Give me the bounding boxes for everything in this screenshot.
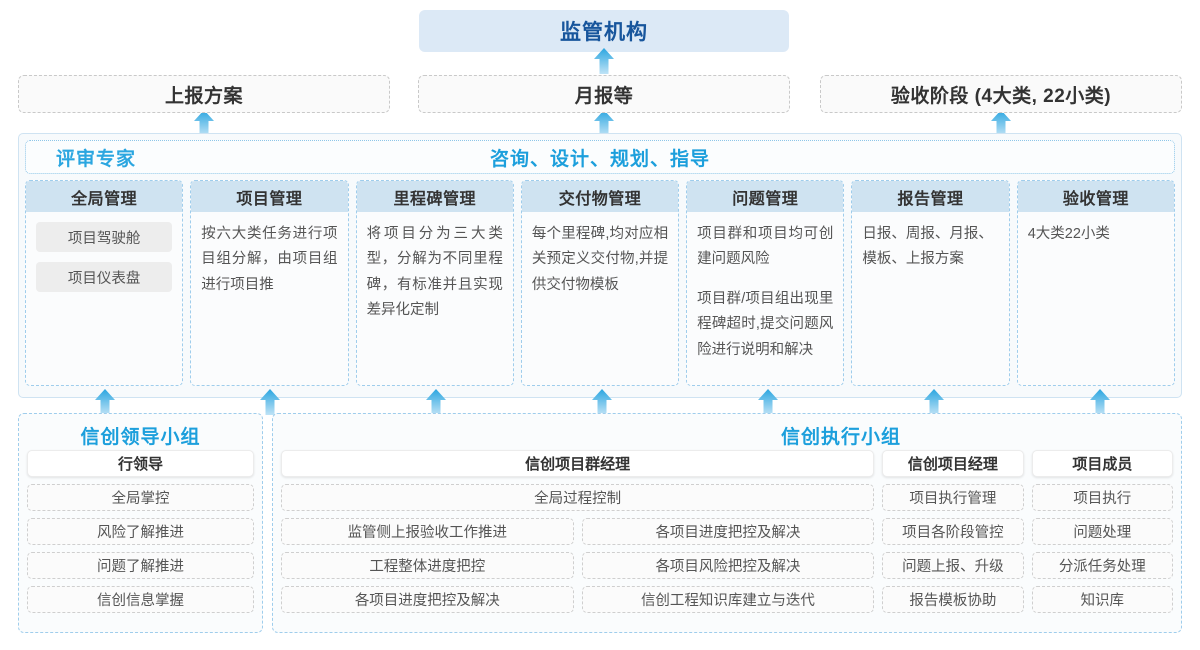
report-box-acceptance[interactable]: 验收阶段 (4大类, 22小类)	[820, 75, 1182, 113]
column-body: 项目驾驶舱 项目仪表盘	[26, 212, 182, 385]
execution-group-panel: 信创执行小组 信创项目群经理 全局过程控制 监管侧上报验收工作推进 工程整体进度…	[272, 413, 1182, 633]
column-title: 交付物管理	[521, 181, 679, 212]
task-item[interactable]: 报告模板协助	[882, 586, 1024, 613]
arrow-up-to-column-6	[1089, 389, 1111, 415]
column-body: 4大类22小类	[1018, 212, 1174, 385]
task-item[interactable]: 项目执行	[1031, 484, 1174, 511]
task-item[interactable]: 风险了解推进	[27, 518, 254, 545]
management-columns: 全局管理 项目驾驶舱 项目仪表盘 项目管理 按六大类任务进行项目组分解，由项目组…	[25, 180, 1175, 386]
column-acceptance-management[interactable]: 验收管理 4大类22小类	[1016, 180, 1175, 386]
arrow-up-report-1-to-consulting	[593, 110, 615, 136]
column-title: 项目管理	[191, 181, 348, 212]
task-item[interactable]: 问题上报、升级	[882, 552, 1024, 579]
column-paragraph: 项目群/项目组出现里程碑超时,提交问题风险进行说明和解决	[697, 290, 834, 358]
column-body: 将项目分为三大类型，分解为不同里程碑，有标准并且实现差异化定制	[357, 212, 513, 385]
column-paragraph: 按六大类任务进行项目组分解，由项目组进行项目推	[201, 226, 338, 293]
regulator-label: 监管机构	[560, 21, 648, 44]
task-item[interactable]: 监管侧上报验收工作推进	[281, 518, 574, 545]
column-body: 每个里程碑,均对应相关预定义交付物,并提供交付物模板	[522, 212, 678, 385]
task-global-process-control[interactable]: 全局过程控制	[281, 484, 875, 511]
column-paragraph: 每个里程碑,均对应相关预定义交付物,并提供交付物模板	[531, 226, 669, 293]
role-project-member[interactable]: 项目成员	[1031, 450, 1174, 477]
column-title: 验收管理	[1017, 181, 1174, 212]
task-item[interactable]: 各项目进度把控及解决	[281, 586, 574, 613]
column-global-management[interactable]: 全局管理 项目驾驶舱 项目仪表盘	[25, 180, 184, 386]
review-experts-label: 评审专家	[56, 148, 137, 170]
column-title: 里程碑管理	[356, 181, 513, 212]
task-item[interactable]: 知识库	[1031, 586, 1174, 613]
task-item[interactable]: 信创信息掌握	[27, 586, 254, 613]
project-manager-block: 信创项目经理 项目执行管理 项目各阶段管控 问题上报、升级 报告模板协助	[882, 450, 1024, 613]
report-box-plan[interactable]: 上报方案	[18, 75, 390, 113]
arrow-up-to-column-0	[94, 389, 116, 415]
column-body: 日报、周报、月报、模板、上报方案	[852, 212, 1008, 385]
column-paragraph: 将项目分为三大类型，分解为不同里程碑，有标准并且实现差异化定制	[366, 226, 503, 319]
task-item[interactable]: 全局掌控	[27, 484, 254, 511]
execution-columns: 信创项目群经理 全局过程控制 监管侧上报验收工作推进 工程整体进度把控 各项目进…	[281, 450, 1174, 613]
leading-group-stack: 行领导 全局掌控 风险了解推进 问题了解推进 信创信息掌握	[27, 450, 254, 613]
project-member-block: 项目成员 项目执行 问题处理 分派任务处理 知识库	[1031, 450, 1174, 613]
role-bank-leader[interactable]: 行领导	[27, 450, 254, 477]
role-project-manager[interactable]: 信创项目经理	[882, 450, 1024, 477]
task-item[interactable]: 问题处理	[1031, 518, 1174, 545]
column-body: 按六大类任务进行项目组分解，由项目组进行项目推	[191, 212, 347, 385]
leading-group-title: 信创领导小组	[80, 426, 201, 448]
arrow-up-to-column-2	[425, 389, 447, 415]
column-deliverable-management[interactable]: 交付物管理 每个里程碑,均对应相关预定义交付物,并提供交付物模板	[520, 180, 680, 386]
arrow-up-report-0-to-consulting	[193, 110, 215, 136]
role-program-manager[interactable]: 信创项目群经理	[281, 450, 875, 477]
execution-group-title-wrap: 信创执行小组	[281, 420, 1173, 450]
program-manager-block: 信创项目群经理 全局过程控制 监管侧上报验收工作推进 工程整体进度把控 各项目进…	[281, 450, 875, 613]
column-project-management[interactable]: 项目管理 按六大类任务进行项目组分解，由项目组进行项目推	[190, 180, 349, 386]
regulator-box: 监管机构	[419, 10, 789, 52]
column-issue-management[interactable]: 问题管理 项目群和项目均可创建问题风险 项目群/项目组出现里程碑超时,提交问题风…	[686, 180, 845, 386]
report-label-plan: 上报方案	[164, 85, 243, 107]
arrow-up-to-column-5	[923, 389, 945, 415]
task-item[interactable]: 项目各阶段管控	[882, 518, 1024, 545]
task-item[interactable]: 问题了解推进	[27, 552, 254, 579]
program-manager-right-tasks: 各项目进度把控及解决 各项目风险把控及解决 信创工程知识库建立与迭代	[581, 518, 875, 613]
arrow-up-report-2-to-consulting	[990, 110, 1012, 136]
column-paragraph: 4大类22小类	[1027, 226, 1110, 242]
program-manager-left-tasks: 监管侧上报验收工作推进 工程整体进度把控 各项目进度把控及解决	[281, 518, 574, 613]
column-title: 全局管理	[26, 181, 183, 212]
consulting-scope-label: 咨询、设计、规划、指导	[489, 148, 710, 170]
column-paragraph: 日报、周报、月报、模板、上报方案	[862, 226, 993, 268]
task-item[interactable]: 项目执行管理	[882, 484, 1024, 511]
arrow-up-to-regulator	[593, 48, 615, 74]
task-item[interactable]: 工程整体进度把控	[281, 552, 574, 579]
arrow-up-to-column-4	[757, 389, 779, 415]
column-report-management[interactable]: 报告管理 日报、周报、月报、模板、上报方案	[851, 180, 1010, 386]
consulting-header: 评审专家 咨询、设计、规划、指导	[25, 140, 1175, 174]
task-item[interactable]: 分派任务处理	[1031, 552, 1174, 579]
program-manager-task-rows: 监管侧上报验收工作推进 工程整体进度把控 各项目进度把控及解决 各项目进度把控及…	[281, 518, 875, 613]
column-title: 报告管理	[852, 181, 1009, 212]
column-title: 问题管理	[687, 181, 844, 212]
task-item[interactable]: 信创工程知识库建立与迭代	[581, 586, 875, 613]
column-body: 项目群和项目均可创建问题风险 项目群/项目组出现里程碑超时,提交问题风险进行说明…	[687, 212, 843, 385]
column-paragraph: 项目群和项目均可创建问题风险	[697, 226, 834, 268]
column-milestone-management[interactable]: 里程碑管理 将项目分为三大类型，分解为不同里程碑，有标准并且实现差异化定制	[355, 180, 514, 386]
consulting-panel: 评审专家 咨询、设计、规划、指导 全局管理 项目驾驶舱 项目仪表盘 项目管理 按…	[18, 133, 1182, 398]
task-item[interactable]: 各项目风险把控及解决	[581, 552, 875, 579]
chip-item[interactable]: 项目仪表盘	[36, 262, 173, 292]
leading-group-panel: 信创领导小组 行领导 全局掌控 风险了解推进 问题了解推进 信创信息掌握	[18, 413, 263, 633]
arrow-up-to-column-3	[591, 389, 613, 415]
chip-item[interactable]: 项目驾驶舱	[36, 222, 173, 252]
task-item[interactable]: 各项目进度把控及解决	[581, 518, 875, 545]
report-box-monthly[interactable]: 月报等	[418, 75, 790, 113]
arrow-up-to-column-1	[259, 389, 281, 415]
report-label-monthly: 月报等	[574, 85, 634, 107]
report-label-acceptance: 验收阶段 (4大类, 22小类)	[890, 85, 1112, 107]
execution-group-title: 信创执行小组	[780, 427, 901, 448]
